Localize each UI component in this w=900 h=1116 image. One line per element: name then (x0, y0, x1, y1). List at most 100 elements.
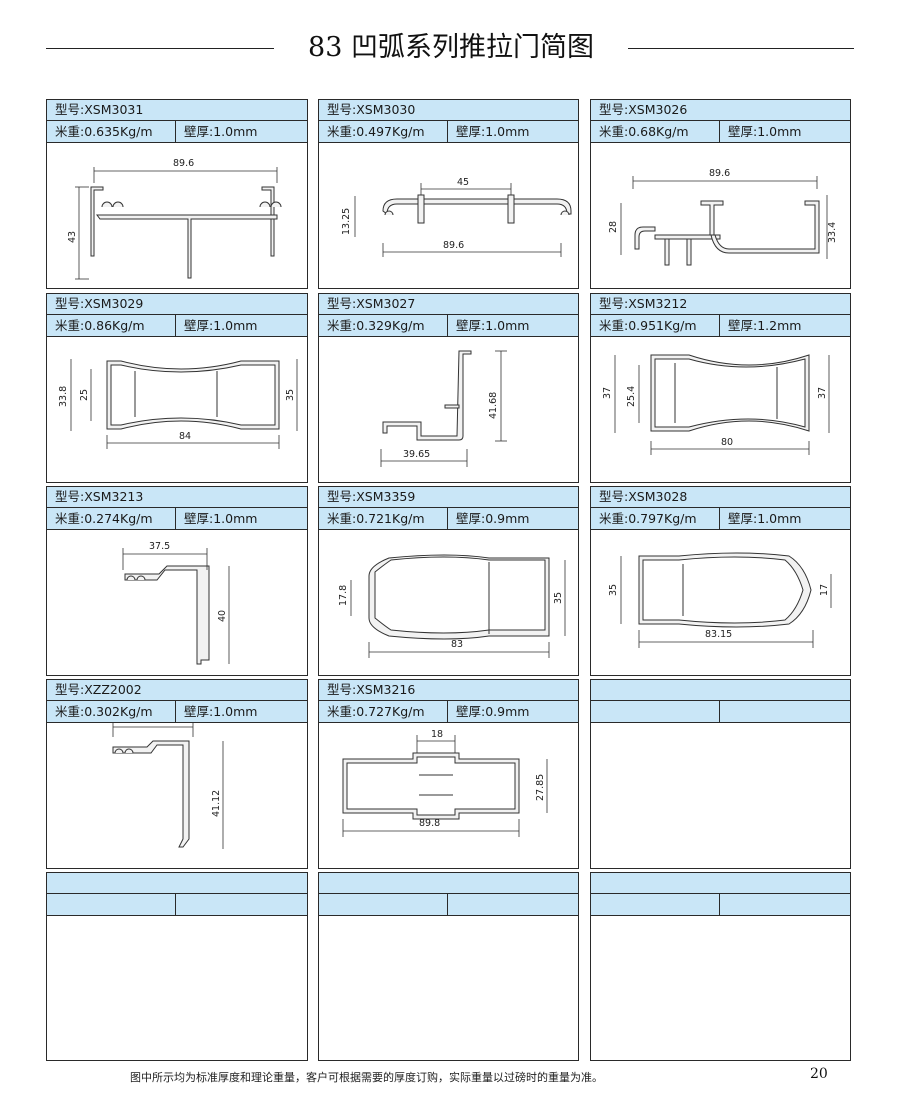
profile-drawing: 89.6 28 33.4 (591, 143, 850, 288)
model-label: 型号:XSM3213 (47, 487, 307, 508)
profile-drawing: 35 17 83.15 (591, 530, 850, 675)
dimension-label: 33.8 (58, 386, 69, 407)
weight-label (319, 894, 448, 915)
thickness-label: 壁厚:1.0mm (184, 704, 258, 719)
thickness-label: 壁厚:1.0mm (728, 511, 802, 526)
dimension-label: 37 (817, 387, 828, 399)
weight-label: 米重:0.635Kg/m (47, 121, 176, 142)
profile-card-xsm3216: 型号:XSM3216 米重:0.727Kg/m 壁厚:0.9mm 18 27.85… (318, 679, 579, 869)
model-label: 型号:XSM3216 (319, 680, 578, 701)
profile-drawing (47, 916, 307, 1060)
weight-label (591, 701, 720, 722)
model-label: 型号:XSM3359 (319, 487, 578, 508)
dimension-label: 41.68 (488, 392, 499, 419)
thickness-label (720, 701, 850, 722)
thickness-label: 壁厚:0.9mm (456, 511, 530, 526)
dimension-label: 80 (721, 437, 733, 448)
dimension-label: 39.65 (403, 449, 430, 460)
profile-drawing: 33.8 25 35 84 (47, 337, 307, 482)
dimension-label: 89.6 (173, 158, 194, 169)
weight-label: 米重:0.68Kg/m (591, 121, 720, 142)
dimension-label: 37.5 (149, 541, 170, 552)
profile-drawing: 45 13.25 89.6 (319, 143, 578, 288)
dimension-label: 84 (179, 431, 191, 442)
thickness-label: 壁厚:1.0mm (184, 318, 258, 333)
profile-card-xsm3029: 型号:XSM3029 米重:0.86Kg/m 壁厚:1.0mm 33.8 25 3… (46, 293, 308, 483)
model-label (319, 873, 578, 894)
thickness-label: 壁厚:1.0mm (184, 511, 258, 526)
profile-drawing (319, 916, 578, 1060)
weight-label: 米重:0.302Kg/m (47, 701, 176, 722)
weight-label: 米重:0.797Kg/m (591, 508, 720, 529)
profile-drawing: 37 41.12 (47, 723, 307, 868)
page-number: 20 (810, 1066, 828, 1082)
title-rule-left (46, 48, 274, 49)
model-label (591, 873, 850, 894)
weight-label: 米重:0.329Kg/m (319, 315, 448, 336)
dimension-label: 18 (431, 729, 443, 740)
dimension-label: 89.6 (709, 168, 730, 179)
profile-drawing (591, 916, 850, 1060)
model-label: 型号:XSM3030 (319, 100, 578, 121)
profile-card-xsm3030: 型号:XSM3030 米重:0.497Kg/m 壁厚:1.0mm 45 13.25… (318, 99, 579, 289)
dimension-label: 27.85 (535, 774, 546, 801)
dimension-label: 37 (145, 723, 157, 725)
weight-label: 米重:0.274Kg/m (47, 508, 176, 529)
profile-card-empty (590, 679, 851, 869)
model-label: 型号:XSM3212 (591, 294, 850, 315)
thickness-label: 壁厚:1.0mm (456, 124, 530, 139)
dimension-label: 25.4 (626, 386, 637, 407)
profile-card-empty (46, 872, 308, 1061)
dimension-label: 40 (217, 610, 228, 622)
model-label: 型号:XSM3029 (47, 294, 307, 315)
dimension-label: 35 (285, 389, 296, 401)
dimension-label: 25 (79, 389, 90, 401)
weight-label (591, 894, 720, 915)
dimension-label: 83.15 (705, 629, 732, 640)
profile-card-xsm3027: 型号:XSM3027 米重:0.329Kg/m 壁厚:1.0mm 41.68 39… (318, 293, 579, 483)
footer-note: 图中所示均为标准厚度和理论重量，客户可根据需要的厚度订购，实际重量以过磅时的重量… (130, 1071, 603, 1084)
profile-drawing: 17.8 35 83 (319, 530, 578, 675)
profile-drawing: 37 25.4 37 80 (591, 337, 850, 482)
thickness-label (448, 894, 578, 915)
dimension-label: 17.8 (338, 585, 349, 606)
dimension-label: 89.6 (443, 240, 464, 251)
thickness-label: 壁厚:1.0mm (728, 124, 802, 139)
page-title: 83 凹弧系列推拉门简图 (308, 32, 594, 63)
dimension-label: 33.4 (827, 222, 838, 243)
profile-drawing: 37.5 40 (47, 530, 307, 675)
profile-drawing: 41.68 39.65 (319, 337, 578, 482)
dimension-label: 17 (819, 584, 830, 596)
profile-drawing: 18 27.85 89.8 (319, 723, 578, 868)
dimension-label: 37 (602, 387, 613, 399)
profile-card-xzz2002: 型号:XZZ2002 米重:0.302Kg/m 壁厚:1.0mm 37 41.12 (46, 679, 308, 869)
profile-card-empty (318, 872, 579, 1061)
model-label: 型号:XZZ2002 (47, 680, 307, 701)
thickness-label: 壁厚:1.0mm (456, 318, 530, 333)
model-label: 型号:XSM3031 (47, 100, 307, 121)
profile-card-xsm3359: 型号:XSM3359 米重:0.721Kg/m 壁厚:0.9mm 17.8 35 … (318, 486, 579, 676)
dimension-label: 43 (67, 231, 78, 243)
profile-drawing (591, 723, 850, 868)
weight-label: 米重:0.727Kg/m (319, 701, 448, 722)
dimension-label: 83 (451, 639, 463, 650)
thickness-label: 壁厚:0.9mm (456, 704, 530, 719)
weight-label: 米重:0.951Kg/m (591, 315, 720, 336)
weight-label: 米重:0.497Kg/m (319, 121, 448, 142)
profile-card-empty (590, 872, 851, 1061)
thickness-label (176, 894, 307, 915)
weight-label: 米重:0.721Kg/m (319, 508, 448, 529)
weight-label: 米重:0.86Kg/m (47, 315, 176, 336)
weight-label (47, 894, 176, 915)
title-rule-right (628, 48, 854, 49)
dimension-label: 41.12 (211, 790, 222, 817)
dimension-label: 35 (553, 592, 564, 604)
profile-drawing: 89.6 43 (47, 143, 307, 288)
dimension-label: 35 (608, 584, 619, 596)
model-label: 型号:XSM3027 (319, 294, 578, 315)
dimension-label: 13.25 (341, 208, 352, 235)
